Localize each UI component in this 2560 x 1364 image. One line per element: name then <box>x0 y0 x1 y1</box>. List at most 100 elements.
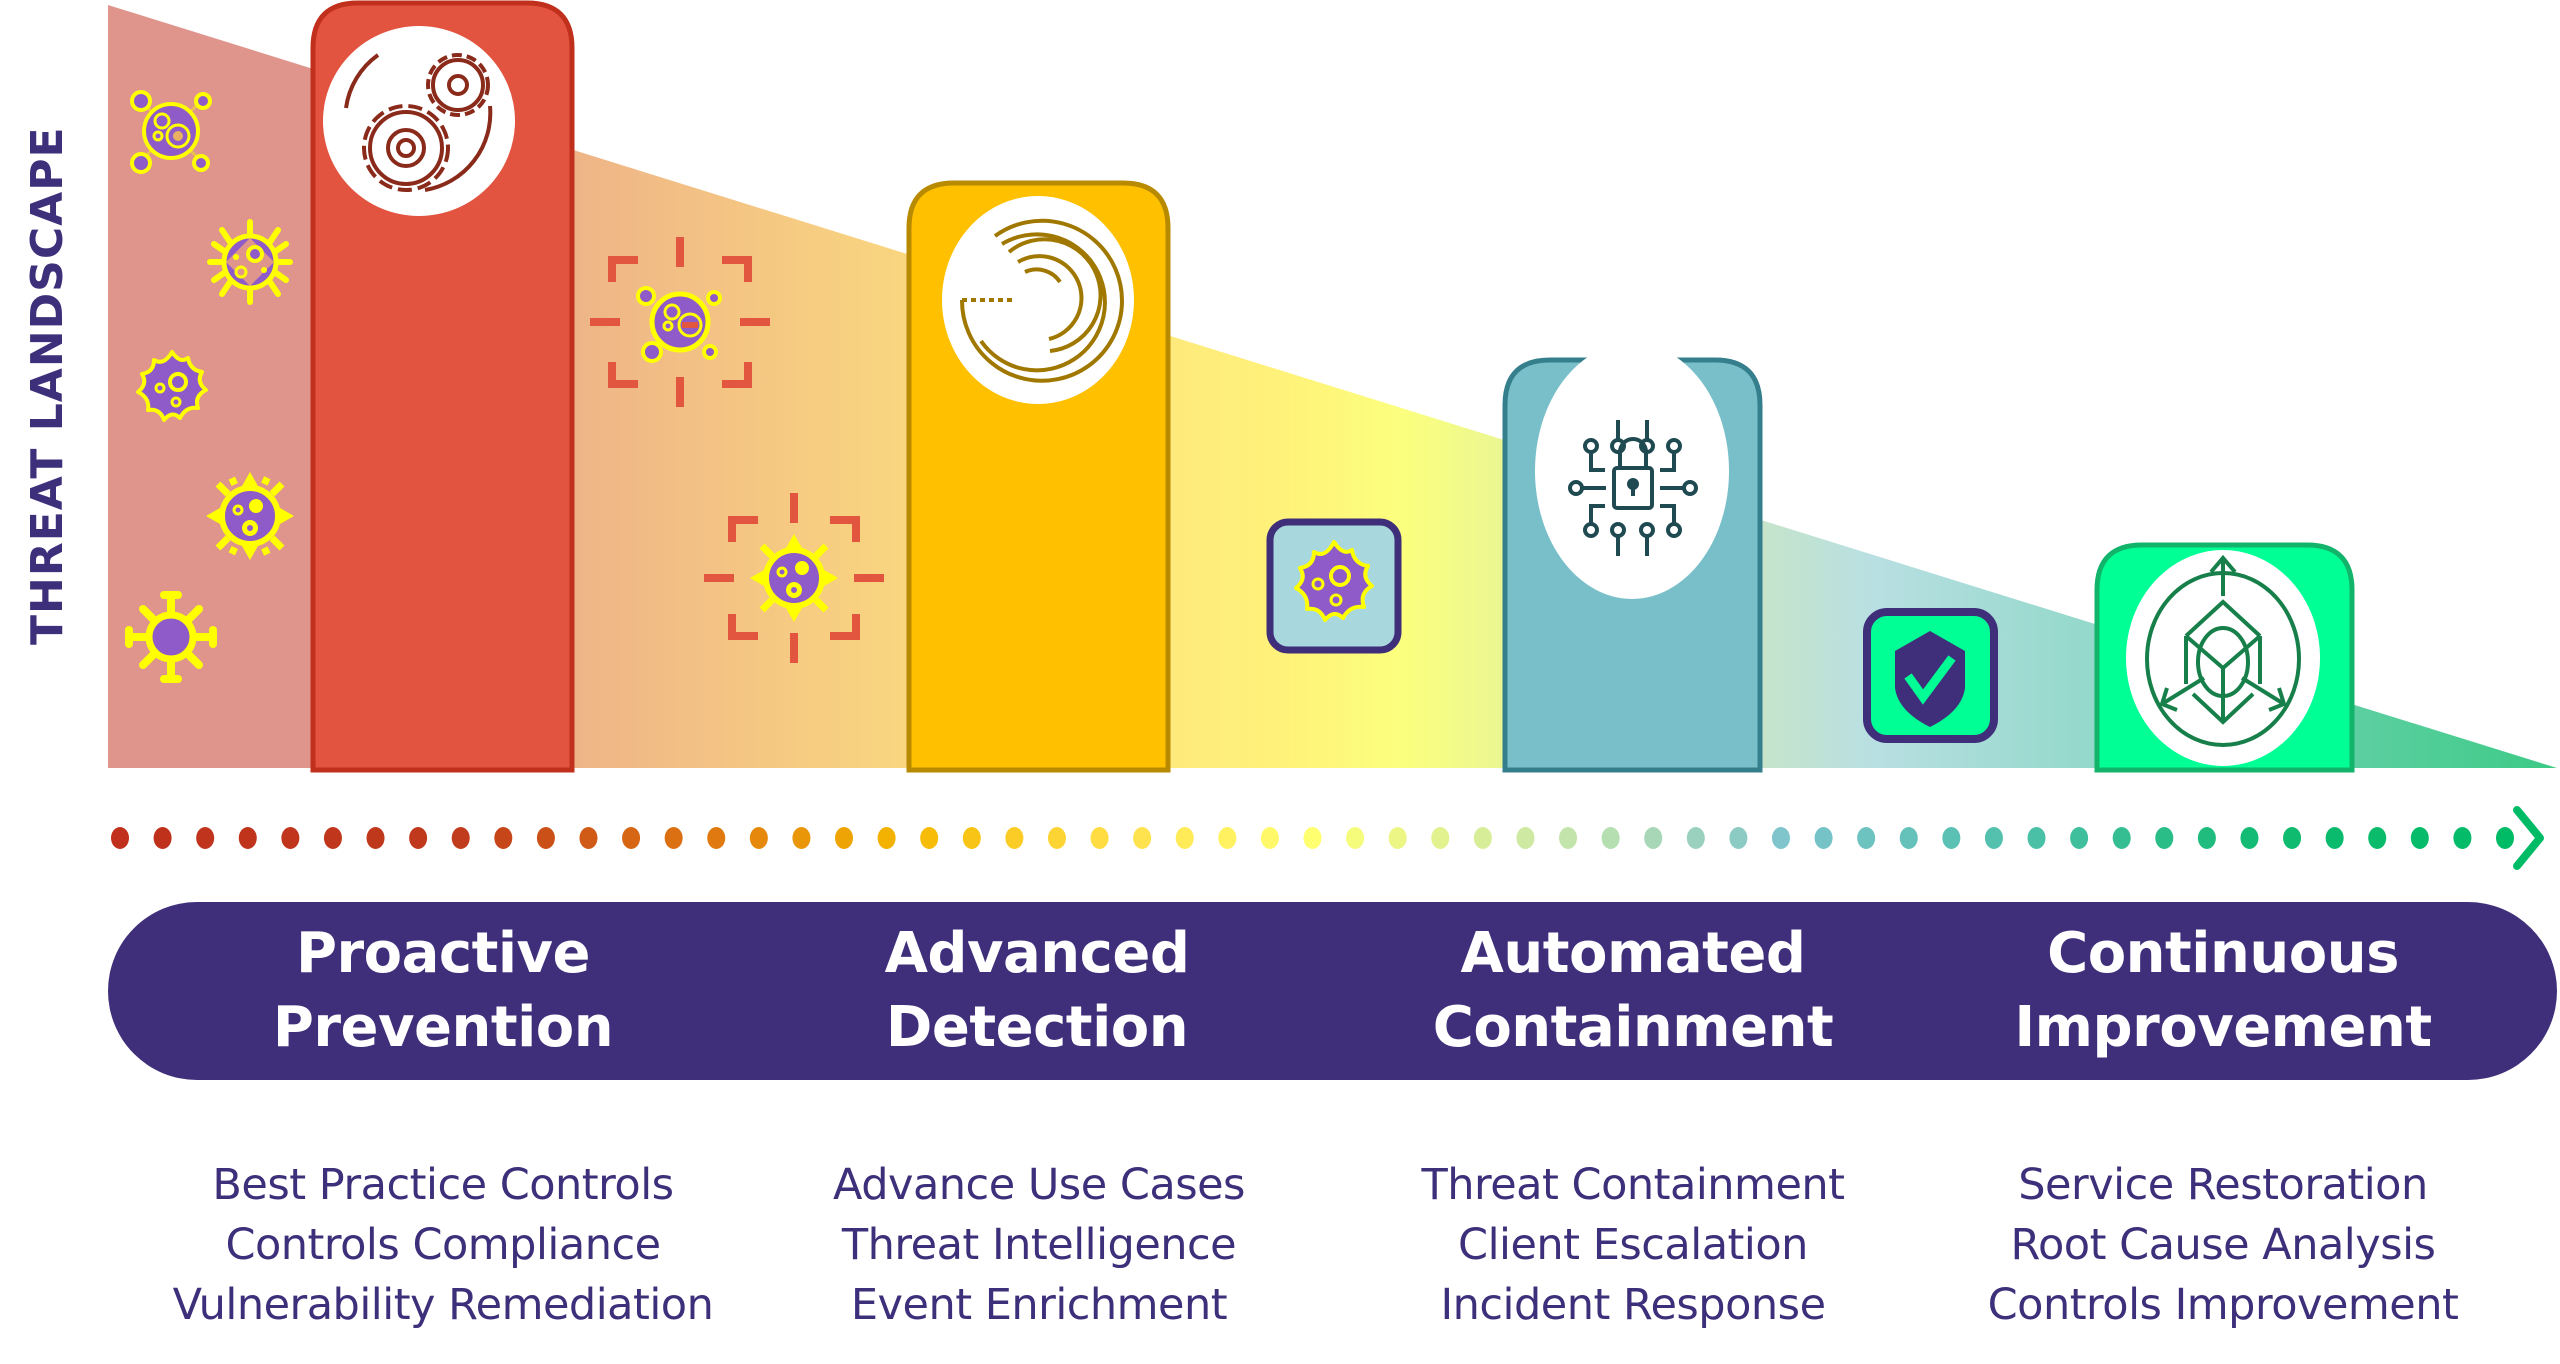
virus-icon <box>125 591 217 683</box>
list-item: Incident Response <box>1440 1280 1826 1330</box>
progress-dot <box>1644 827 1663 849</box>
stage-title-line1: Proactive <box>295 921 591 986</box>
progress-dot <box>494 827 513 849</box>
stage-items-proactive-prevention: Best Practice Controls Controls Complian… <box>133 1155 753 1335</box>
progress-dot <box>835 827 854 849</box>
virus-icon <box>130 90 212 174</box>
progress-dot <box>1005 827 1024 849</box>
stage-bar-advanced-detection <box>906 180 1171 773</box>
progress-dot <box>1686 827 1705 849</box>
threat-landscape-label: THREAT LANDSCAPE <box>22 126 73 645</box>
circuit-lock-icon-badge <box>1535 343 1729 599</box>
stage-bar-continuous-improvement <box>2094 542 2355 773</box>
progress-dot <box>792 827 811 849</box>
shield-badge <box>1863 608 1998 743</box>
progress-dot <box>2325 827 2344 849</box>
stage-title-line2: Detection <box>885 995 1189 1060</box>
progress-dot <box>1133 827 1152 849</box>
progress-dot <box>1601 827 1620 849</box>
progress-dot <box>1516 827 1535 849</box>
shield-check-icon <box>1895 631 1965 727</box>
stage-title-line1: Advanced <box>884 921 1190 986</box>
list-item: Controls Improvement <box>1987 1280 2459 1330</box>
progress-dot <box>2070 827 2089 849</box>
virus-icon <box>207 219 293 305</box>
progress-dot <box>1303 827 1322 849</box>
list-item: Advance Use Cases <box>833 1160 1245 1210</box>
progress-dot <box>622 827 641 849</box>
virus-icon <box>136 350 208 422</box>
stage-bar-proactive-prevention <box>310 0 575 773</box>
progress-dot <box>366 827 385 849</box>
progress-dot <box>1729 827 1748 849</box>
progress-dot <box>962 827 981 849</box>
gears-icon <box>344 53 493 192</box>
progress-dot <box>2283 827 2302 849</box>
list-item: Controls Compliance <box>225 1220 661 1270</box>
virus-badge <box>1266 518 1402 654</box>
progress-dot <box>1346 827 1365 849</box>
targeted-virus-icon <box>704 493 884 663</box>
progress-dot <box>2027 827 2046 849</box>
chevron-right-icon <box>2513 806 2544 870</box>
stage-title-line1: Automated <box>1460 921 1806 986</box>
progress-dot <box>1047 827 1066 849</box>
stage-title-proactive-prevention: Proactive Prevention <box>163 917 723 1065</box>
stage-title-automated-containment: Automated Containment <box>1353 917 1913 1065</box>
progress-dot <box>1984 827 2003 849</box>
progress-dot <box>1814 827 1833 849</box>
list-item: Vulnerability Remediation <box>172 1280 714 1330</box>
progress-dot <box>2155 827 2174 849</box>
progress-dot <box>1090 827 1109 849</box>
cube-arrows-icon-badge <box>2126 550 2320 766</box>
progress-dots <box>111 827 2514 849</box>
progress-dot <box>153 827 172 849</box>
list-item: Service Restoration <box>2018 1160 2428 1210</box>
progress-dot <box>664 827 683 849</box>
targeted-virus-icon <box>590 237 770 407</box>
stage-title-continuous-improvement: Continuous Improvement <box>1943 917 2503 1065</box>
virus-icon <box>206 472 294 560</box>
circuit-lock-icon <box>1568 420 1698 556</box>
stage-items-automated-containment: Threat Containment Client Escalation Inc… <box>1323 1155 1943 1335</box>
progress-dot <box>2240 827 2259 849</box>
progress-dot <box>749 827 768 849</box>
stage-band <box>108 902 2557 1080</box>
progress-dot <box>536 827 555 849</box>
progress-dot <box>2197 827 2216 849</box>
list-item: Best Practice Controls <box>212 1160 674 1210</box>
progress-dot <box>1431 827 1450 849</box>
progress-dot <box>1175 827 1194 849</box>
progress-dot <box>579 827 598 849</box>
progress-dot <box>196 827 215 849</box>
progress-dot <box>2496 827 2514 849</box>
progress-dot <box>323 827 342 849</box>
progress-dot <box>920 827 939 849</box>
progress-dot <box>1559 827 1578 849</box>
stage-title-advanced-detection: Advanced Detection <box>757 917 1317 1065</box>
progress-dot <box>2368 827 2387 849</box>
list-item: Event Enrichment <box>850 1280 1228 1330</box>
progress-dot <box>1388 827 1407 849</box>
progress-dot <box>281 827 300 849</box>
progress-dot <box>1899 827 1918 849</box>
progress-dot <box>707 827 726 849</box>
list-item: Threat Containment <box>1421 1160 1845 1210</box>
progress-dot <box>1942 827 1961 849</box>
stage-title-line2: Prevention <box>272 995 614 1060</box>
stage-title-line2: Containment <box>1432 995 1834 1060</box>
list-item: Threat Intelligence <box>841 1220 1237 1270</box>
progress-dot <box>877 827 896 849</box>
progress-dot <box>1260 827 1279 849</box>
stage-items-continuous-improvement: Service Restoration Root Cause Analysis … <box>1913 1155 2533 1335</box>
progress-dot <box>111 827 129 849</box>
stage-bar-automated-containment <box>1502 343 1763 773</box>
cube-arrows-icon <box>2145 554 2301 747</box>
progress-dot <box>1771 827 1790 849</box>
stage-title-line2: Improvement <box>2014 995 2432 1060</box>
progress-dot <box>2453 827 2472 849</box>
list-item: Root Cause Analysis <box>2010 1220 2436 1270</box>
progress-dot <box>238 827 257 849</box>
virus-icon <box>1294 540 1374 622</box>
